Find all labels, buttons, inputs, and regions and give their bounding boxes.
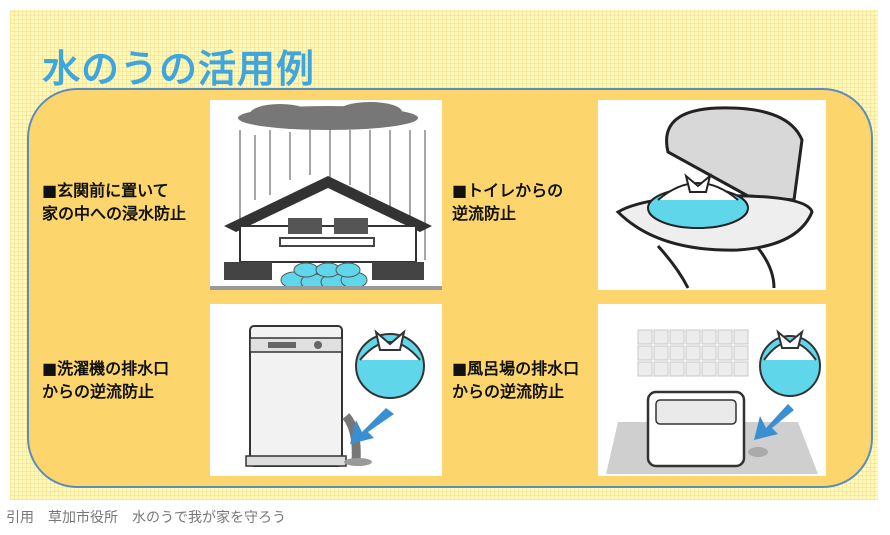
bathroom-illustration [598,304,826,476]
label-bathroom: ■風呂場の排水口 からの逆流防止 [452,359,580,401]
label-toilet: ■トイレからの 逆流防止 [452,181,564,223]
washing-machine-illustration [210,304,442,476]
page-title: 水のうの活用例 [42,47,316,91]
entrance-illustration [210,100,442,290]
source-caption: 引用 草加市役所 水のうで我が家を守ろう [6,510,286,526]
label-washing-machine: ■洗濯機の排水口 からの逆流防止 [42,359,170,401]
toilet-illustration [598,100,826,290]
label-entrance: ■玄関前に置いて 家の中への浸水防止 [42,181,187,223]
